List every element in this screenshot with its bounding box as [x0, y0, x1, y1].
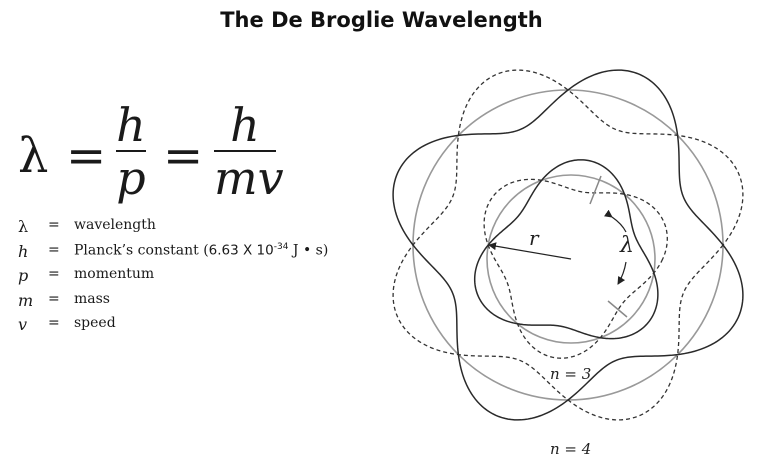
- fraction-h-over-p: h p: [116, 102, 146, 201]
- fraction-h-over-mv: h mv: [214, 98, 284, 205]
- legend-equals: =: [48, 266, 60, 282]
- standing-wave-orbits-diagram: r λ n = 3 n = 4: [392, 69, 744, 458]
- planck-unit: J • s): [288, 242, 329, 259]
- fraction-2-denominator: mv: [214, 151, 284, 205]
- outer-orbit-label: n = 4: [550, 440, 591, 458]
- page-title: The De Broglie Wavelength: [220, 8, 543, 32]
- legend-description: momentum: [74, 266, 155, 282]
- radius-label: r: [529, 226, 540, 250]
- legend-symbol: λ: [18, 217, 29, 236]
- fraction-1-numerator: h: [116, 98, 146, 152]
- legend-symbol: m: [18, 290, 34, 310]
- fraction-1-denominator: p: [116, 151, 146, 205]
- legend-description: speed: [74, 315, 116, 331]
- legend-symbol: v: [18, 315, 28, 334]
- wavelength-tick-bottom: [607, 300, 628, 318]
- legend-description: Planck’s constant (6.63 X 10-34 J • s): [74, 242, 328, 259]
- fraction-1-bar: [116, 150, 146, 152]
- outer-orbit-circle: [412, 89, 724, 401]
- inner-wave-dashed: [483, 178, 668, 359]
- formula-equals-1: =: [66, 128, 107, 184]
- legend-equals: =: [48, 241, 60, 258]
- legend-description: wavelength: [74, 217, 156, 233]
- legend-equals: =: [48, 217, 60, 233]
- legend-description: mass: [74, 290, 110, 307]
- legend-symbol: p: [18, 266, 29, 285]
- planck-prefix: Planck’s constant (: [74, 242, 209, 259]
- legend-symbol: h: [18, 241, 29, 261]
- inner-orbit-circle: [486, 174, 656, 344]
- formula-equals-2: =: [163, 128, 204, 184]
- inner-wave-solid: [473, 159, 659, 340]
- wavelength-arrow-top: [603, 209, 627, 233]
- radius-arrow: [488, 242, 572, 260]
- outer-wave-solid: [392, 69, 744, 421]
- wavelength-arrow-bottom: [617, 261, 627, 285]
- fraction-2-numerator: h: [230, 98, 260, 152]
- planck-exponent: -34: [273, 241, 289, 252]
- fraction-2-bar: [214, 150, 276, 152]
- inner-orbit-label: n = 3: [550, 365, 591, 383]
- legend-equals: =: [48, 315, 60, 331]
- legend-equals: =: [48, 290, 60, 307]
- planck-value: 6.63 X 10: [208, 242, 274, 259]
- wavelength-label: λ: [619, 233, 634, 258]
- formula-lambda: λ: [18, 128, 49, 184]
- wavelength-tick-top: [589, 175, 602, 205]
